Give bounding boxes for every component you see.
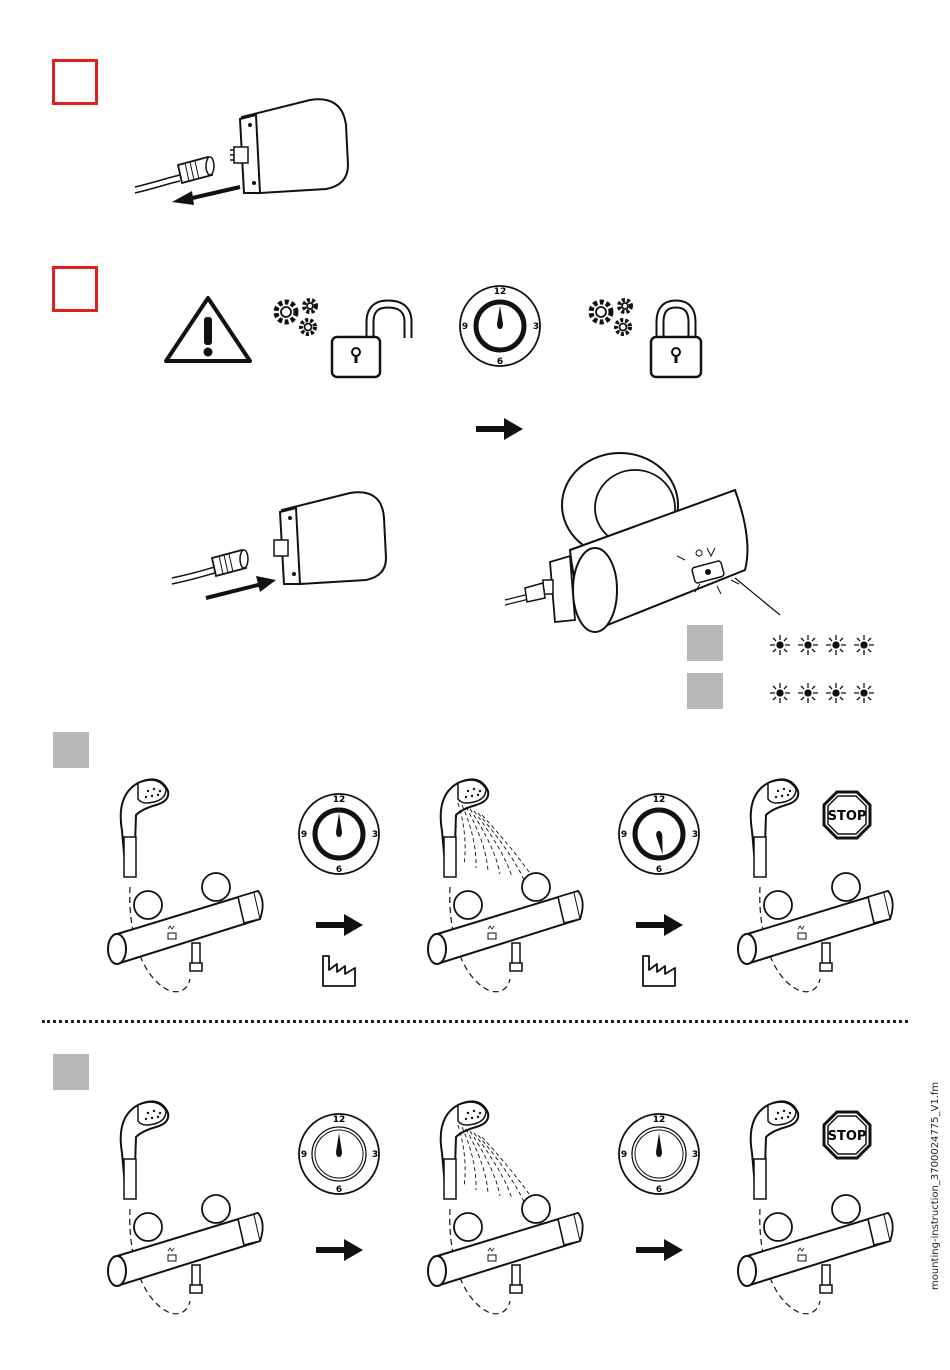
shower-head-icon [751,1101,799,1199]
arrow-right-icon [476,417,524,441]
indicator-box-2 [687,673,723,709]
dial-label-3: 3 [533,322,539,332]
svg-text:12: 12 [653,1115,666,1125]
battery-pack-icon [230,99,348,193]
svg-text:3: 3 [692,830,698,840]
gears-icon [585,294,639,338]
svg-text:12: 12 [653,795,666,805]
indicator-box-1 [687,625,723,661]
svg-text:9: 9 [301,1150,307,1160]
svg-text:STOP: STOP [828,1129,867,1144]
arrow-right-icon [636,1238,684,1262]
step-box-4 [53,1054,89,1090]
step-box-1 [52,59,98,105]
svg-text:9: 9 [301,830,307,840]
svg-text:3: 3 [372,1150,378,1160]
svg-text:3: 3 [692,1150,698,1160]
led-blink-row-1 [768,631,888,659]
svg-text:6: 6 [656,865,662,875]
shower-mixer-5 [428,1097,598,1317]
thermostat-mixer-icon [108,1195,263,1314]
shower-mixer-4 [108,1097,278,1317]
shower-head-icon [441,1101,489,1199]
step-box-3 [53,732,89,768]
factory-icon [321,952,357,988]
cable-plug-icon [212,550,248,576]
dial-icon: 12 3 6 9 [297,792,381,876]
stop-sign-icon: STOP [822,790,872,840]
arrow-right-icon [636,913,684,937]
battery-unplug-illustration [130,95,360,210]
arrow-right-icon [316,1238,364,1262]
thermostat-mixer-icon [738,873,893,992]
thermostat-mixer-icon [738,1195,893,1314]
thermostat-housing-illustration [495,450,795,640]
shower-mixer-2 [428,775,598,995]
step-box-2 [52,266,98,312]
factory-icon [641,952,677,988]
shower-head-icon [441,779,489,877]
shower-head-icon [121,1101,169,1199]
svg-text:12: 12 [333,1115,346,1125]
thermostat-mixer-icon [108,873,263,992]
dial-icon: 12 3 6 9 [297,1112,381,1196]
shower-head-icon [121,779,169,877]
svg-text:6: 6 [336,865,342,875]
svg-text:12: 12 [333,795,346,805]
dial-label-9: 9 [462,322,468,332]
dial-icon: 12 3 6 9 [617,792,701,876]
svg-text:6: 6 [336,1185,342,1195]
cable-plug-icon [178,157,214,183]
padlock-closed-icon [648,300,704,382]
dial-label-12: 12 [494,287,507,297]
stop-sign-icon: STOP [822,1110,872,1160]
dial-label-6: 6 [497,357,503,367]
svg-text:9: 9 [621,830,627,840]
battery-pack-icon [274,492,386,584]
dial-icon: 12 3 6 9 [617,1112,701,1196]
dial-icon: 12 3 6 9 [458,284,542,368]
svg-text:9: 9 [621,1150,627,1160]
thermostat-mixer-icon [428,1195,583,1314]
side-file-label: mounting-instruction_3700024775_V1.fm [930,1082,941,1290]
warning-icon [163,295,253,365]
arrow-right-icon [316,913,364,937]
shower-mixer-1 [108,775,278,995]
padlock-open-icon [330,300,420,382]
svg-text:6: 6 [656,1185,662,1195]
shower-head-icon [751,779,799,877]
gears-icon [270,294,324,338]
led-blink-row-2 [768,679,888,707]
svg-text:STOP: STOP [828,809,867,824]
section-divider [42,1020,908,1023]
svg-text:3: 3 [372,830,378,840]
battery-plugin-illustration [170,488,400,608]
thermostat-mixer-icon [428,873,583,992]
